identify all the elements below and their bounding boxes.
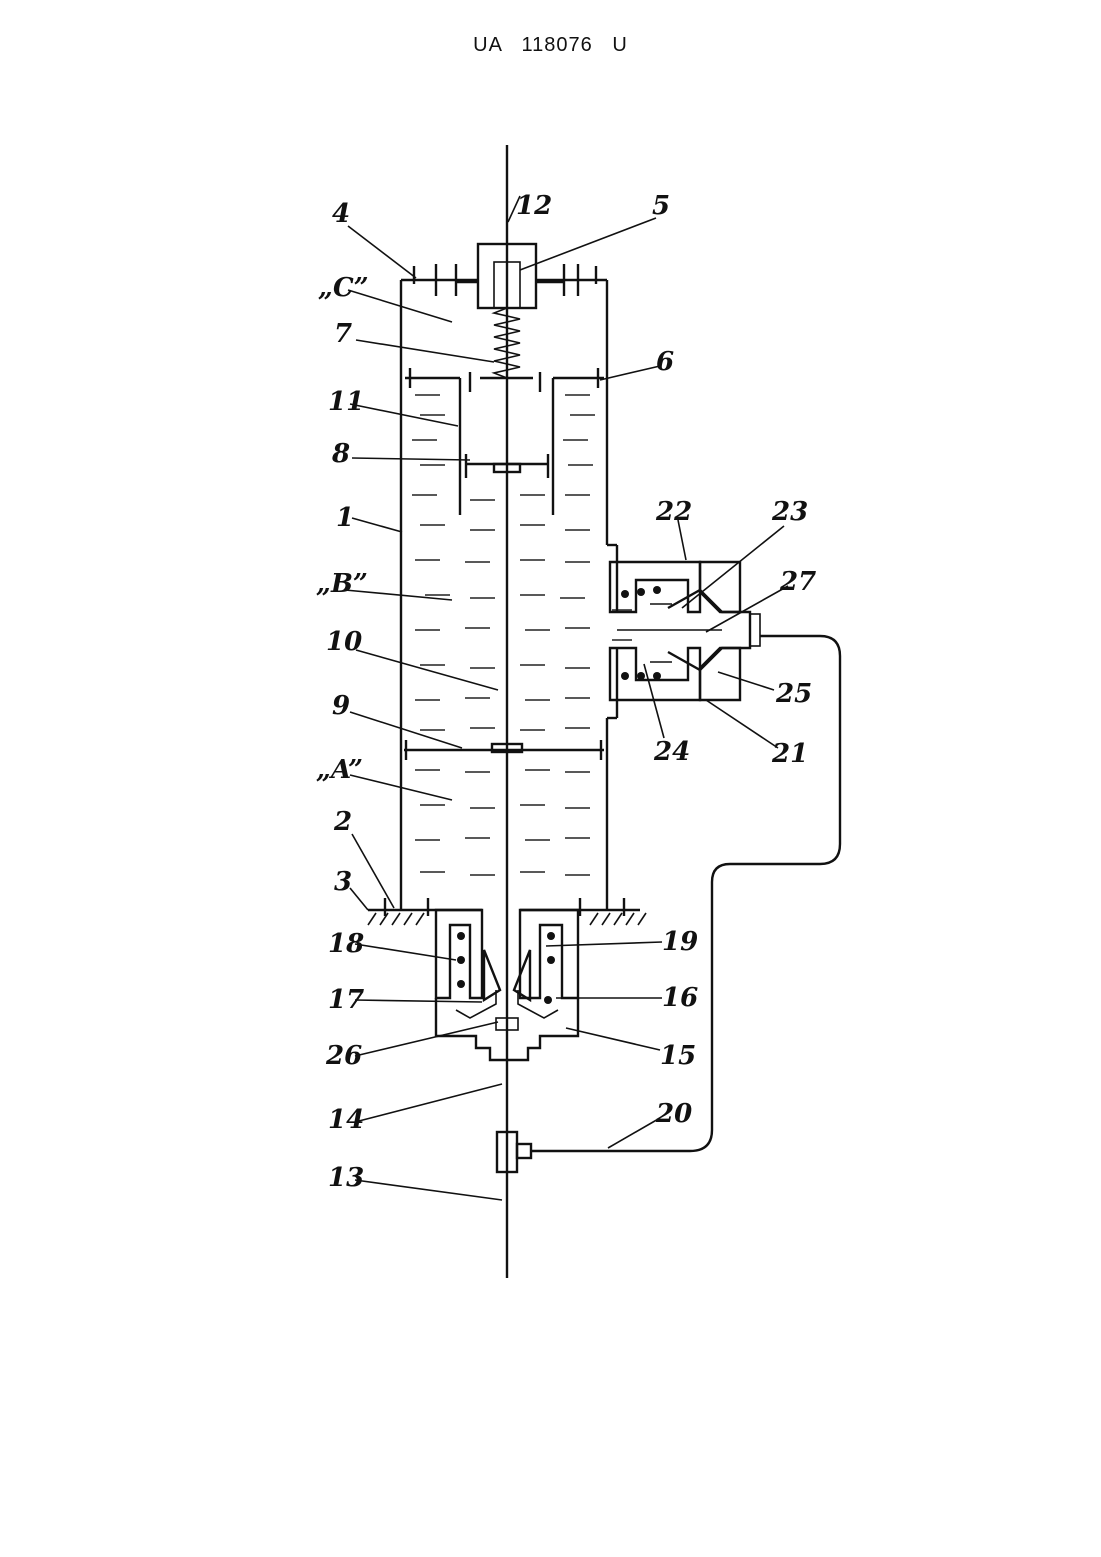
label-chamber-b: „B” bbox=[316, 569, 368, 599]
label-18: 18 bbox=[328, 929, 364, 959]
label-3: 3 bbox=[334, 867, 352, 897]
label-22: 22 bbox=[655, 497, 692, 527]
lower-piston bbox=[404, 740, 604, 760]
label-21: 21 bbox=[771, 739, 808, 769]
label-16: 16 bbox=[662, 983, 698, 1013]
label-9: 9 bbox=[332, 691, 350, 721]
label-17: 17 bbox=[328, 985, 364, 1015]
label-20: 20 bbox=[655, 1099, 692, 1129]
label-2: 2 bbox=[333, 807, 352, 837]
liquid-fill bbox=[412, 395, 632, 875]
label-5: 5 bbox=[652, 191, 670, 221]
label-chamber-a: „A” bbox=[316, 755, 363, 785]
floating-partition bbox=[405, 368, 604, 515]
label-14: 14 bbox=[328, 1105, 364, 1135]
label-11: 11 bbox=[328, 387, 364, 417]
label-19: 19 bbox=[662, 927, 698, 957]
label-26: 26 bbox=[325, 1041, 362, 1071]
label-6: 6 bbox=[656, 347, 674, 377]
label-27: 27 bbox=[779, 567, 816, 597]
label-chamber-c: „C” bbox=[318, 273, 369, 303]
label-15: 15 bbox=[660, 1041, 696, 1071]
bypass-pipe bbox=[497, 636, 840, 1172]
label-13: 13 bbox=[328, 1163, 364, 1193]
side-valve bbox=[607, 545, 760, 718]
label-7: 7 bbox=[334, 319, 352, 349]
label-25: 25 bbox=[775, 679, 812, 709]
label-12: 12 bbox=[516, 191, 552, 221]
label-4: 4 bbox=[332, 199, 350, 229]
upper-housing bbox=[456, 244, 564, 308]
label-1: 1 bbox=[336, 503, 354, 533]
label-8: 8 bbox=[331, 439, 350, 469]
label-10: 10 bbox=[326, 627, 362, 657]
label-23: 23 bbox=[771, 497, 808, 527]
label-24: 24 bbox=[653, 737, 690, 767]
